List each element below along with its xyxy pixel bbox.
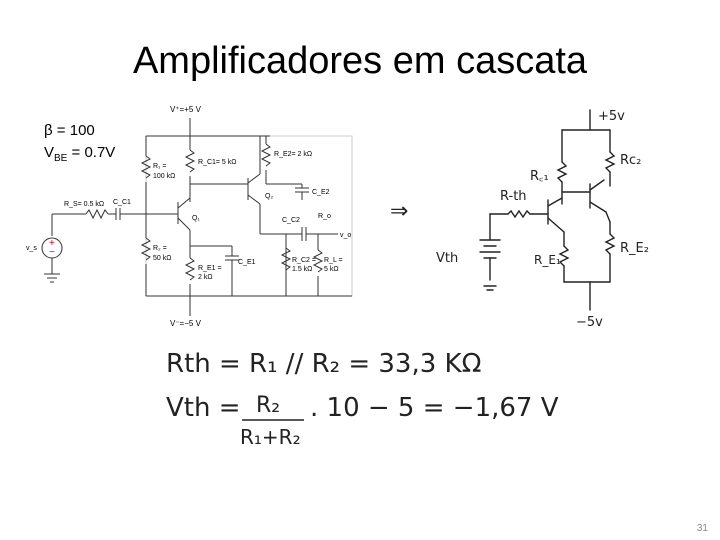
r1-value: 100 kΩ — [153, 173, 175, 180]
vbe-subscript: BE — [54, 153, 68, 164]
re1-label: R_E1 = — [198, 265, 222, 272]
vbe-value: = 0.7V — [67, 144, 116, 161]
sketch-re2-label: R_E₂ — [620, 241, 649, 256]
source-plus-sign: + — [49, 238, 55, 249]
vth-equation-rhs: . 10 − 5 = −1,67 V — [310, 393, 559, 423]
parameters-block: β = 100 VBE = 0.7V — [44, 120, 115, 170]
ce2-label: C_E2 — [312, 189, 330, 196]
handwritten-equations: Rth = R₁ // R₂ = 33,3 KΩ Vth = R₂ R₁+R₂ … — [166, 349, 559, 449]
rc1-label: R_C1= 5 kΩ — [198, 159, 237, 166]
sketch-vth-label: Vth — [436, 251, 458, 266]
vth-fraction-denominator: R₁+R₂ — [240, 425, 301, 449]
re2-label: R_E2= 2 kΩ — [274, 151, 312, 158]
vminus-label: V⁻=−5 V — [170, 319, 202, 328]
r1-label: R₁ = — [153, 163, 166, 170]
rl-value: 5 kΩ — [324, 266, 339, 273]
vbe-symbol: V — [44, 144, 55, 161]
ro-label: R_o — [318, 213, 331, 220]
page-number: 31 — [696, 523, 708, 534]
vplus-label: V⁺=+5 V — [170, 105, 202, 114]
q1-label: Q₁ — [192, 215, 200, 222]
vth-fraction-numerator: R₂ — [256, 393, 280, 418]
rc2-label: R_C2 = — [292, 257, 316, 264]
q2-label: Q₂ — [265, 193, 273, 200]
r2-label: R₂ = — [153, 245, 167, 252]
sketch-rc2-label: Rc₂ — [620, 153, 641, 168]
r2-value: 50 kΩ — [153, 255, 171, 262]
sketch-rc1-label: R꜀₁ — [530, 169, 549, 184]
sketch-rth-label: R-th — [500, 189, 527, 204]
beta-param: β = 100 — [44, 122, 95, 139]
slide-title: Amplificadores em cascata — [132, 40, 588, 82]
sketch-re1-label: R_E₁ — [534, 253, 561, 267]
rs-label: R_S= 0.5 kΩ — [64, 201, 104, 208]
vo-label: v_o — [340, 232, 351, 239]
vth-equation-lhs: Vth = — [166, 393, 241, 423]
sketch-minus5-label: −5v — [576, 315, 603, 330]
sketch-plus5-label: +5v — [598, 109, 625, 124]
cc2-label: C_C2 — [282, 217, 300, 224]
handdrawn-equivalent-circuit: ⇒ +5v −5v R꜀₁ R-th Vth R_E₁ Rc₂ R_E₂ — [390, 109, 649, 330]
vbe-param: VBE = 0.7V — [44, 142, 115, 170]
re1-value: 2 kΩ — [198, 274, 213, 281]
rc2-value: 1.5 kΩ — [292, 266, 312, 273]
ce1-label: C_E1 — [238, 259, 256, 266]
cascade-amplifier-schematic: + − V⁺=+5 V V⁻=−5 V R₁ = 100 kΩ R₂ = 50 … — [26, 105, 353, 328]
equivalence-arrow: ⇒ — [390, 199, 408, 224]
source-minus-sign: − — [49, 247, 55, 258]
cc1-label: C_C1 — [113, 199, 131, 206]
rth-equation: Rth = R₁ // R₂ = 33,3 KΩ — [166, 349, 481, 379]
rl-label: R_L = — [324, 257, 343, 264]
vs-label: v_s — [26, 245, 37, 252]
